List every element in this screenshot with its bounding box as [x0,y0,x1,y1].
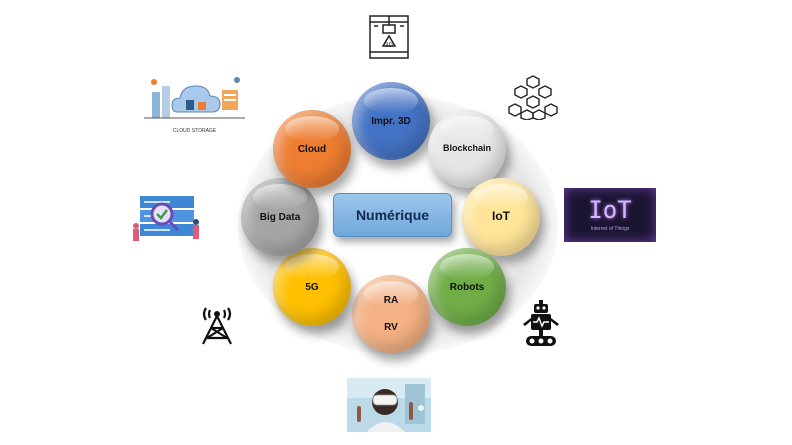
node-cloud[interactable]: Cloud [273,110,351,188]
node-big-data-label: Big Data [259,211,301,223]
node-rv-label: RV [384,322,398,333]
node-ra-label: RA [383,295,399,306]
node-robots[interactable]: Robots [428,248,506,326]
antenna-tower-icon [202,307,232,345]
center-numerique[interactable]: Numérique [333,193,452,237]
node-impr-3d[interactable]: Impr. 3D [352,82,430,160]
node-robots-label: Robots [449,281,485,293]
robot-icon [523,300,559,346]
node-ra-rv[interactable]: RA RV [352,275,430,353]
3d-printer-icon: 3D [369,15,409,59]
node-5g[interactable]: 5G [273,248,351,326]
node-blockchain-label: Blockchain [442,143,491,154]
center-label: Numérique [355,207,430,223]
node-blockchain[interactable]: Blockchain [428,110,506,188]
iot-picture: IoT Internet of Things [564,188,656,242]
node-iot-label: IoT [492,209,510,224]
iot-picture-subtext: Internet of Things [590,226,630,232]
cloud-storage-illustration: CLOUD STORAGE [142,72,247,134]
node-5g-label: 5G [305,281,319,293]
node-big-data[interactable]: Big Data [241,178,319,256]
vr-headset-photo [347,378,431,432]
node-iot[interactable]: IoT [462,178,540,256]
node-cloud-label: Cloud [297,143,327,155]
iot-picture-text: IoT [588,196,632,224]
cloud-storage-caption: CLOUD STORAGE [172,128,217,134]
node-impr-3d-label: Impr. 3D [371,115,411,127]
big-data-illustration [133,196,199,241]
blockchain-cubes-icon [508,75,558,120]
svg-text:3D: 3D [385,43,393,49]
